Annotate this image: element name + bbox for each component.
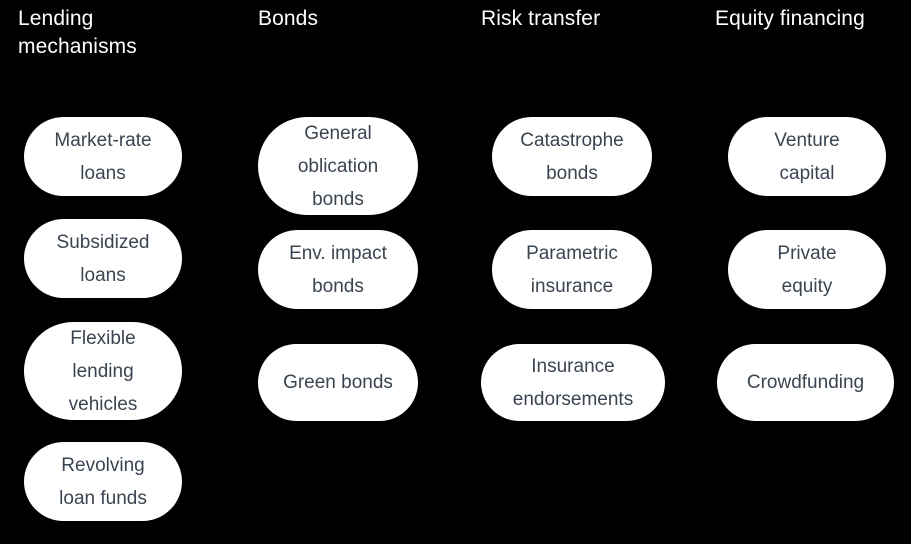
node-revolving-loan-funds[interactable]: Revolving loan funds xyxy=(24,442,182,521)
node-label: Private equity xyxy=(777,242,837,297)
node-label: Catastrophe bonds xyxy=(520,129,624,184)
node-label: Revolving loan funds xyxy=(59,454,147,509)
node-label: Insurance endorsements xyxy=(512,355,634,410)
node-label: Flexible lending vehicles xyxy=(68,327,138,415)
node-label: Market-rate loans xyxy=(54,129,152,184)
node-general-oblication-bonds[interactable]: General oblication bonds xyxy=(258,117,418,215)
column-header-equity-financing: Equity financing xyxy=(715,7,865,30)
node-catastrophe-bonds[interactable]: Catastrophe bonds xyxy=(492,117,652,196)
column-lending-mechanisms: Lending mechanisms Market-rate loans Sub… xyxy=(0,0,240,544)
node-parametric-insurance[interactable]: Parametric insurance xyxy=(492,230,652,309)
node-env-impact-bonds[interactable]: Env. impact bonds xyxy=(258,230,418,309)
node-label: Subsidized loans xyxy=(56,231,150,286)
node-label: Env. impact bonds xyxy=(289,242,387,297)
node-label: General oblication bonds xyxy=(297,122,379,210)
column-bonds: Bonds General oblication bonds Env. impa… xyxy=(240,0,478,544)
node-group-bonds: General oblication bonds Env. impact bon… xyxy=(240,0,478,544)
node-venture-capital[interactable]: Venture capital xyxy=(728,117,886,196)
column-header-bonds: Bonds xyxy=(258,7,319,30)
node-green-bonds[interactable]: Green bonds xyxy=(258,344,418,421)
node-group-lending-mechanisms: Market-rate loans Subsidized loans Flexi… xyxy=(0,0,240,544)
node-crowdfunding[interactable]: Crowdfunding xyxy=(717,344,894,421)
node-label: Green bonds xyxy=(283,372,393,393)
column-header-risk-transfer: Risk transfer xyxy=(481,7,601,30)
node-label: Venture capital xyxy=(774,129,840,184)
node-subsidized-loans[interactable]: Subsidized loans xyxy=(24,219,182,298)
node-label: Crowdfunding xyxy=(746,372,865,393)
node-flexible-lending-vehicles[interactable]: Flexible lending vehicles xyxy=(24,322,182,420)
column-equity-financing: Equity financing Venture capital Private… xyxy=(712,0,911,544)
column-header-lending-mechanisms: Lending mechanisms xyxy=(18,7,137,58)
node-insurance-endorsements[interactable]: Insurance endorsements xyxy=(481,344,665,421)
node-private-equity[interactable]: Private equity xyxy=(728,230,886,309)
node-group-equity-financing: Venture capital Private equity Crowdfund… xyxy=(712,0,911,544)
node-market-rate-loans[interactable]: Market-rate loans xyxy=(24,117,182,196)
node-group-risk-transfer: Catastrophe bonds Parametric insurance I… xyxy=(478,0,712,544)
column-risk-transfer: Risk transfer Catastrophe bonds Parametr… xyxy=(478,0,712,544)
node-label: Parametric insurance xyxy=(526,242,618,297)
